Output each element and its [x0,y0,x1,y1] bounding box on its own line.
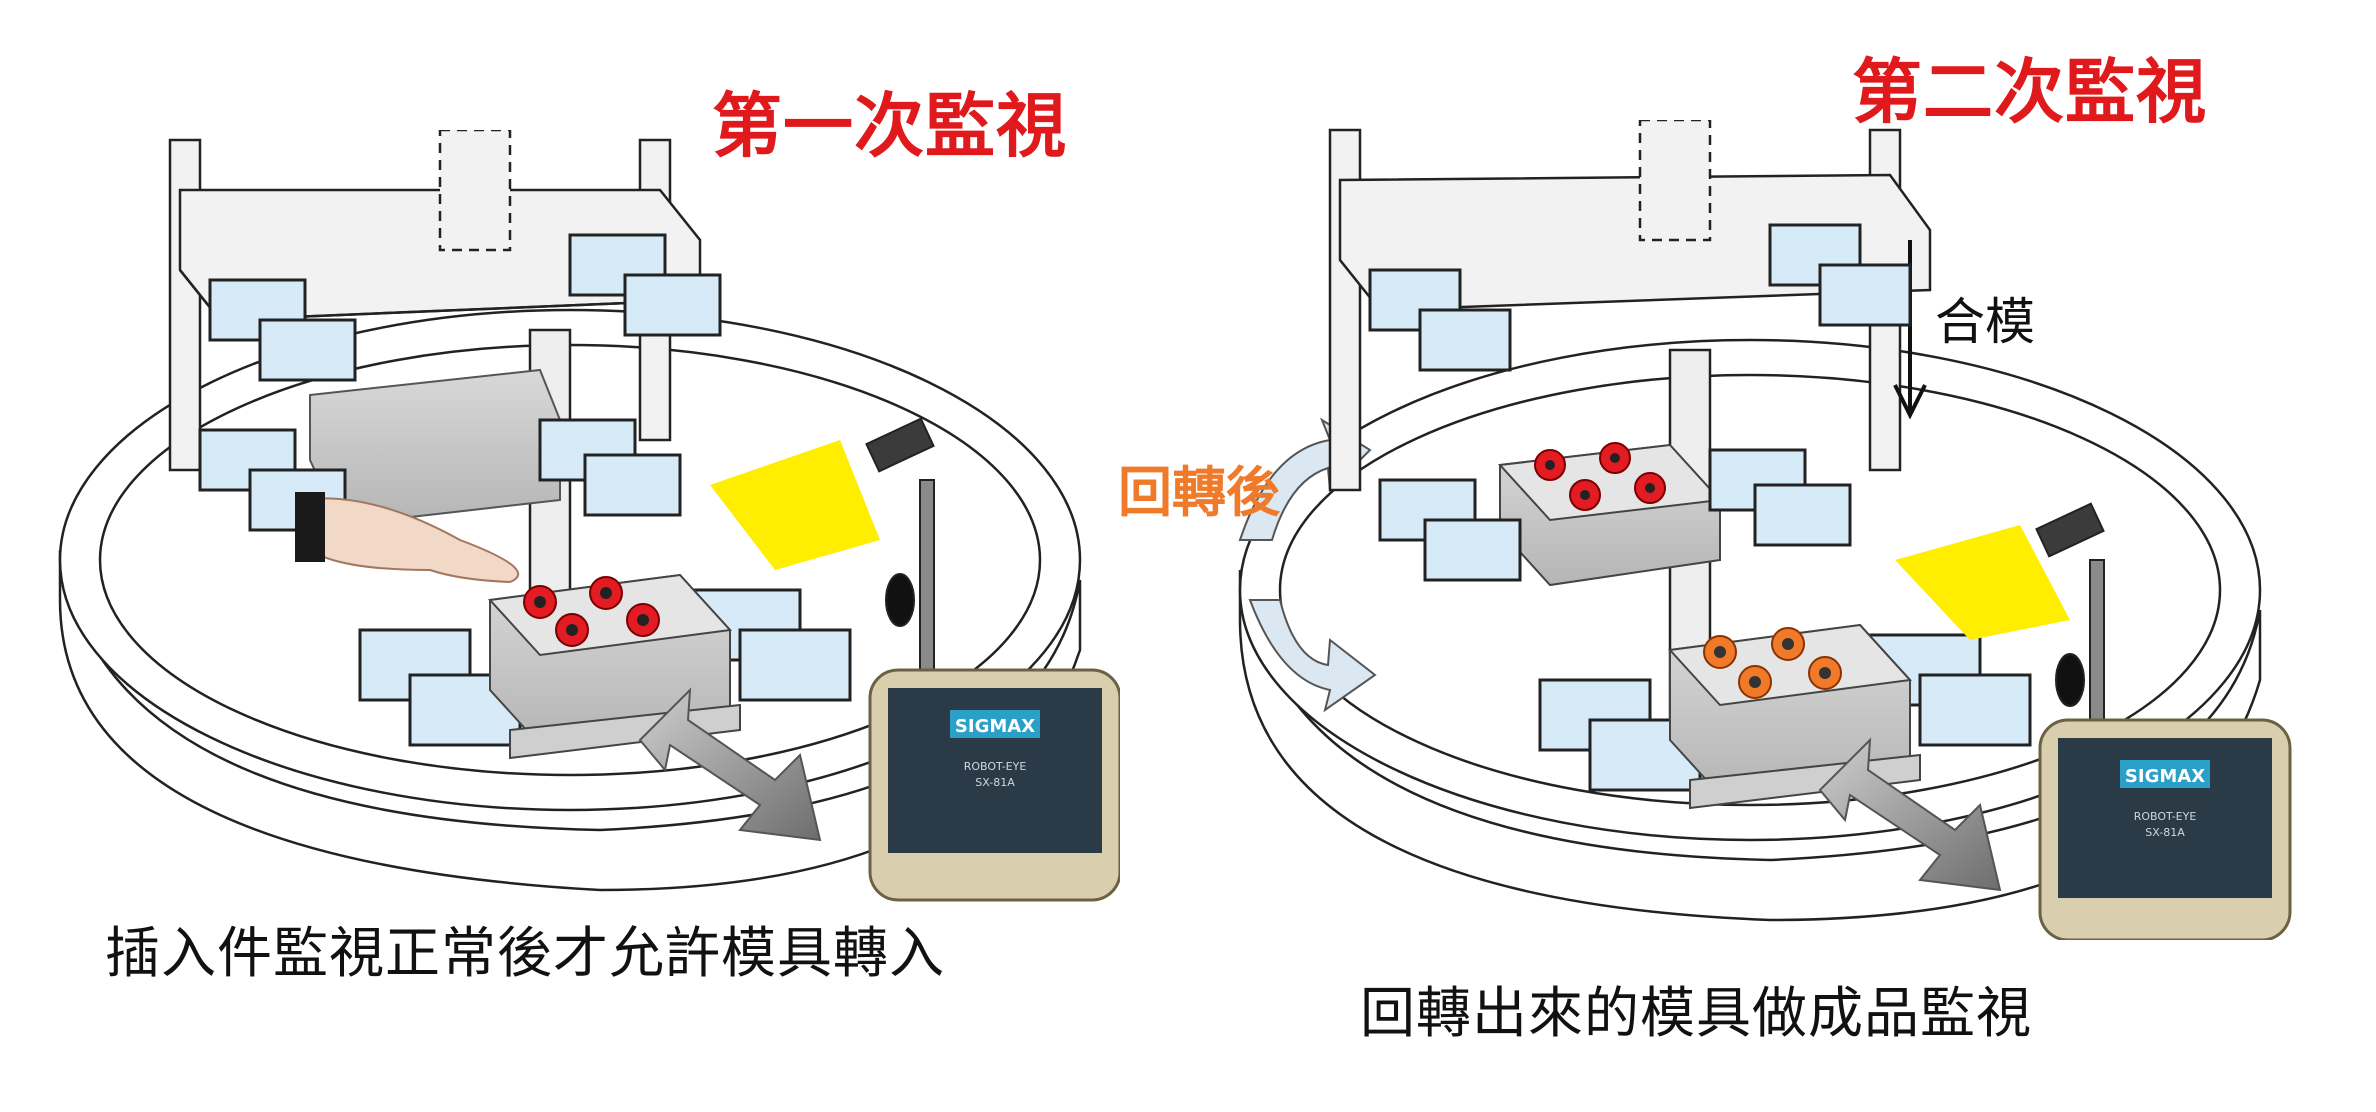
camera-beam [1895,525,2070,640]
sigmax-tablet [2038,718,2292,940]
left-panel-caption: 插入件監視正常後才允許模具轉入 [105,921,946,985]
rotate-label: 回轉後 [1118,461,1280,524]
transfer-arrow [1818,737,2002,892]
right-panel-caption: 回轉出來的模具做成品監視 [1360,981,2033,1045]
tablet-model-1: ROBOT-EYE [964,760,1027,773]
tablet-model-2: SX-81A [975,776,1015,789]
right-panel-title: 第二次監視 [1852,51,2207,133]
right-machine-illustration: SIGMAX ROBOT-EYE SX-81A [1238,120,2292,940]
clamp-blocks [1368,223,2032,792]
operator-hand [295,492,520,584]
tablet-brand: SIGMAX [2125,766,2205,787]
transfer-arrow [638,687,822,842]
close-mold-label: 合模 [1935,293,2035,351]
tablet-model-1: ROBOT-EYE [2134,810,2197,823]
upper-mold [309,368,561,527]
rotation-arrow-lower [1248,599,1377,713]
left-panel-title: 第一次監視 [712,85,1067,167]
left-machine-illustration: SIGMAX ROBOT-EYE SX-81A [58,130,1120,902]
tablet-brand: SIGMAX [955,716,1035,737]
sigmax-tablet [868,668,1120,902]
insert-markers-red [523,576,660,647]
camera-beam [710,440,880,570]
tablet-model-2: SX-81A [2145,826,2185,839]
